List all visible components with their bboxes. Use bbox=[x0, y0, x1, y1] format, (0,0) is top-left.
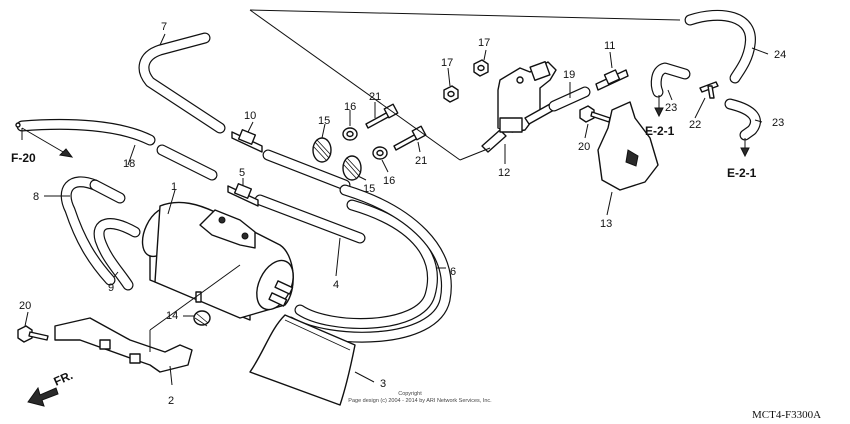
collar-16-upper[interactable] bbox=[342, 127, 358, 141]
callout-23-right: 23 bbox=[772, 117, 784, 129]
callout-18: 18 bbox=[123, 158, 135, 170]
bolt-21-lower[interactable] bbox=[393, 125, 427, 151]
diagram-code: MCT4-F3300A bbox=[752, 409, 821, 421]
callout-4: 4 bbox=[333, 279, 339, 291]
grommet-15-upper[interactable] bbox=[312, 137, 332, 163]
collar-16-lower[interactable] bbox=[372, 146, 388, 160]
callout-24: 24 bbox=[774, 49, 786, 61]
tube-18[interactable] bbox=[15, 118, 156, 146]
leader-lines bbox=[24, 9, 769, 386]
nut-14[interactable] bbox=[193, 310, 211, 327]
front-direction-arrow-icon bbox=[27, 386, 59, 407]
shield-3[interactable] bbox=[249, 314, 356, 406]
callout-10: 10 bbox=[244, 110, 256, 122]
ref-e21-right-label: E-2-1 bbox=[727, 166, 757, 180]
callout-9: 9 bbox=[108, 282, 114, 294]
callout-22: 22 bbox=[689, 119, 701, 131]
e21-right-arrow-icon bbox=[740, 138, 750, 158]
bracket-2[interactable] bbox=[54, 317, 193, 373]
callout-15-upper: 15 bbox=[318, 115, 330, 127]
ref-e21-left-label: E-2-1 bbox=[645, 124, 675, 138]
callout-2: 2 bbox=[168, 395, 174, 407]
callout-23-left: 23 bbox=[665, 102, 677, 114]
callout-17-left: 17 bbox=[441, 57, 453, 69]
callout-16-upper: 16 bbox=[344, 101, 356, 113]
bracket-13[interactable] bbox=[597, 101, 659, 191]
callout-5: 5 bbox=[239, 167, 245, 179]
copyright-line-1: Copyright bbox=[398, 391, 422, 397]
callout-21-upper: 21 bbox=[369, 91, 381, 103]
tube-23-left[interactable] bbox=[650, 62, 691, 98]
ref-f20-label: F-20 bbox=[11, 151, 36, 165]
tube-9[interactable] bbox=[93, 218, 141, 291]
grommet-15-lower[interactable] bbox=[342, 155, 362, 181]
tube-4[interactable] bbox=[254, 194, 366, 244]
clamp-5[interactable] bbox=[227, 183, 259, 207]
tube-segment-b bbox=[262, 149, 351, 191]
tube-24[interactable] bbox=[684, 9, 756, 84]
callout-21-lower: 21 bbox=[415, 155, 427, 167]
callout-3: 3 bbox=[380, 378, 386, 390]
canister-1[interactable] bbox=[135, 201, 300, 321]
bolt-20-left[interactable] bbox=[17, 325, 49, 343]
tube-8[interactable] bbox=[60, 176, 126, 286]
callout-19: 19 bbox=[563, 69, 575, 81]
callout-13: 13 bbox=[600, 218, 612, 230]
callout-15-lower: 15 bbox=[363, 183, 375, 195]
bolt-20-right[interactable] bbox=[579, 105, 611, 123]
fitting-11[interactable] bbox=[595, 69, 629, 91]
joint-22[interactable] bbox=[699, 81, 719, 99]
tube-7[interactable] bbox=[138, 32, 226, 134]
tube-6[interactable] bbox=[284, 184, 452, 343]
callout-11: 11 bbox=[604, 40, 615, 52]
callout-20-left: 20 bbox=[19, 300, 31, 312]
callout-17-right: 17 bbox=[478, 37, 490, 49]
bolt-21-upper[interactable] bbox=[365, 103, 399, 129]
callout-16-lower: 16 bbox=[383, 175, 395, 187]
clamp-10[interactable] bbox=[231, 129, 263, 153]
callout-1: 1 bbox=[171, 181, 177, 193]
callout-6: 6 bbox=[450, 266, 456, 278]
tube-19[interactable] bbox=[548, 86, 591, 112]
callout-14: 14 bbox=[166, 310, 178, 322]
callout-8: 8 bbox=[33, 191, 39, 203]
front-direction-label: FR. bbox=[52, 368, 75, 389]
e21-left-arrow-icon bbox=[654, 95, 664, 118]
callout-20-right: 20 bbox=[578, 141, 590, 153]
f20-arrow-icon bbox=[21, 127, 74, 158]
tube-segment-a bbox=[156, 144, 218, 181]
nut-17-left[interactable] bbox=[443, 85, 459, 103]
tube-23-right[interactable] bbox=[724, 98, 761, 141]
callout-12: 12 bbox=[498, 167, 510, 179]
valve-12[interactable] bbox=[481, 60, 557, 153]
copyright-line-2: Page design (c) 2004 - 2014 by ARI Netwo… bbox=[348, 398, 492, 404]
nut-17-right[interactable] bbox=[473, 59, 489, 77]
callout-7: 7 bbox=[161, 21, 167, 33]
